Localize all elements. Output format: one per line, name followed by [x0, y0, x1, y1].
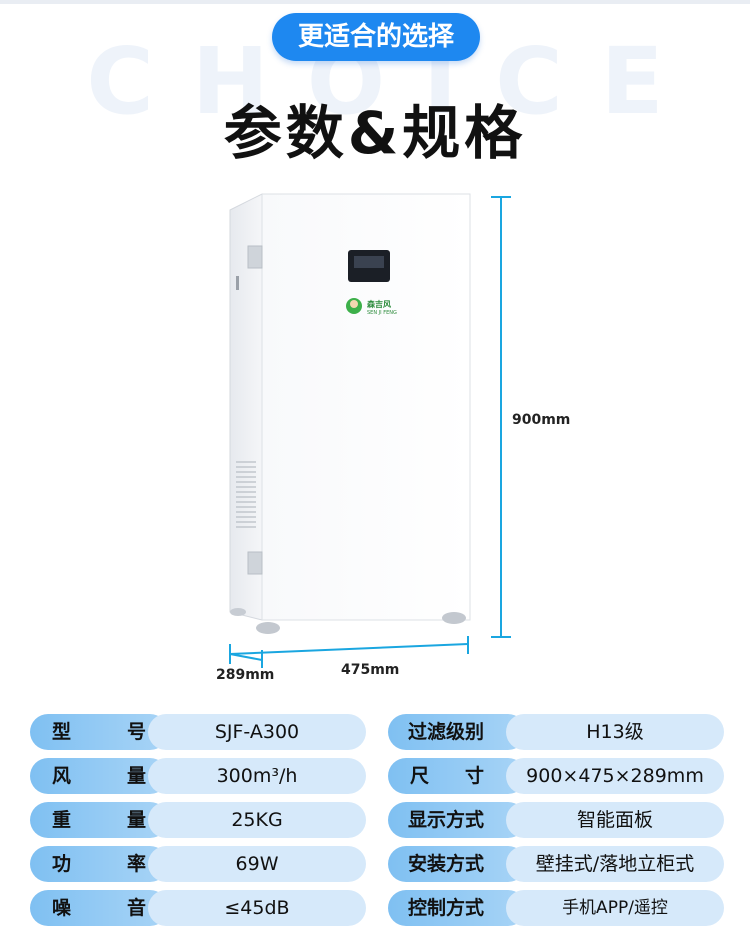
spec-label: 控制方式 — [388, 890, 526, 926]
height-dimension-cap-bottom — [491, 636, 511, 638]
brand-logo-subtext: SEN JI FENG — [367, 310, 397, 316]
height-dimension-cap-top — [491, 196, 511, 198]
air-purifier-product-image: 森吉风 SEN JI FENG — [220, 188, 480, 638]
spec-row-size: 尺寸 900×475×289mm — [388, 758, 724, 794]
spec-label: 安装方式 — [388, 846, 526, 882]
spec-label: 过滤级别 — [388, 714, 526, 750]
spec-row-filter-grade: 过滤级别 H13级 — [388, 714, 724, 750]
spec-label: 型号 — [30, 714, 168, 750]
width-label: 475mm — [341, 662, 400, 678]
spec-row-power: 功率 69W — [30, 846, 366, 882]
spec-row-installation: 安装方式 壁挂式/落地立柜式 — [388, 846, 724, 882]
top-divider — [0, 0, 750, 4]
spec-value: 壁挂式/落地立柜式 — [506, 846, 724, 882]
spec-label: 噪音 — [30, 890, 168, 926]
height-dimension-line — [500, 196, 502, 638]
spec-row-display: 显示方式 智能面板 — [388, 802, 724, 838]
spec-value: 69W — [148, 846, 366, 882]
spec-row-model: 型号 SJF-A300 — [30, 714, 366, 750]
spec-value: ≤45dB — [148, 890, 366, 926]
spec-label: 尺寸 — [388, 758, 526, 794]
depth-label: 289mm — [216, 667, 275, 683]
page-title: 参数&规格 — [223, 99, 527, 167]
section-badge: 更适合的选择 — [272, 13, 480, 61]
spec-row-control: 控制方式 手机APP/遥控 — [388, 890, 724, 926]
height-label: 900mm — [512, 412, 571, 428]
spec-value: H13级 — [506, 714, 724, 750]
depth-dimension-line — [229, 650, 263, 668]
brand-logo-text: 森吉风 — [367, 300, 391, 309]
spec-row-weight: 重量 25KG — [30, 802, 366, 838]
spec-value: 手机APP/遥控 — [506, 890, 724, 926]
spec-value: 900×475×289mm — [506, 758, 724, 794]
spec-label: 功率 — [30, 846, 168, 882]
spec-label: 重量 — [30, 802, 168, 838]
spec-value: 25KG — [148, 802, 366, 838]
spec-value: 300m³/h — [148, 758, 366, 794]
spec-value: 智能面板 — [506, 802, 724, 838]
spec-row-noise: 噪音 ≤45dB — [30, 890, 366, 926]
spec-value: SJF-A300 — [148, 714, 366, 750]
spec-label: 显示方式 — [388, 802, 526, 838]
spec-row-airflow: 风量 300m³/h — [30, 758, 366, 794]
spec-label: 风量 — [30, 758, 168, 794]
